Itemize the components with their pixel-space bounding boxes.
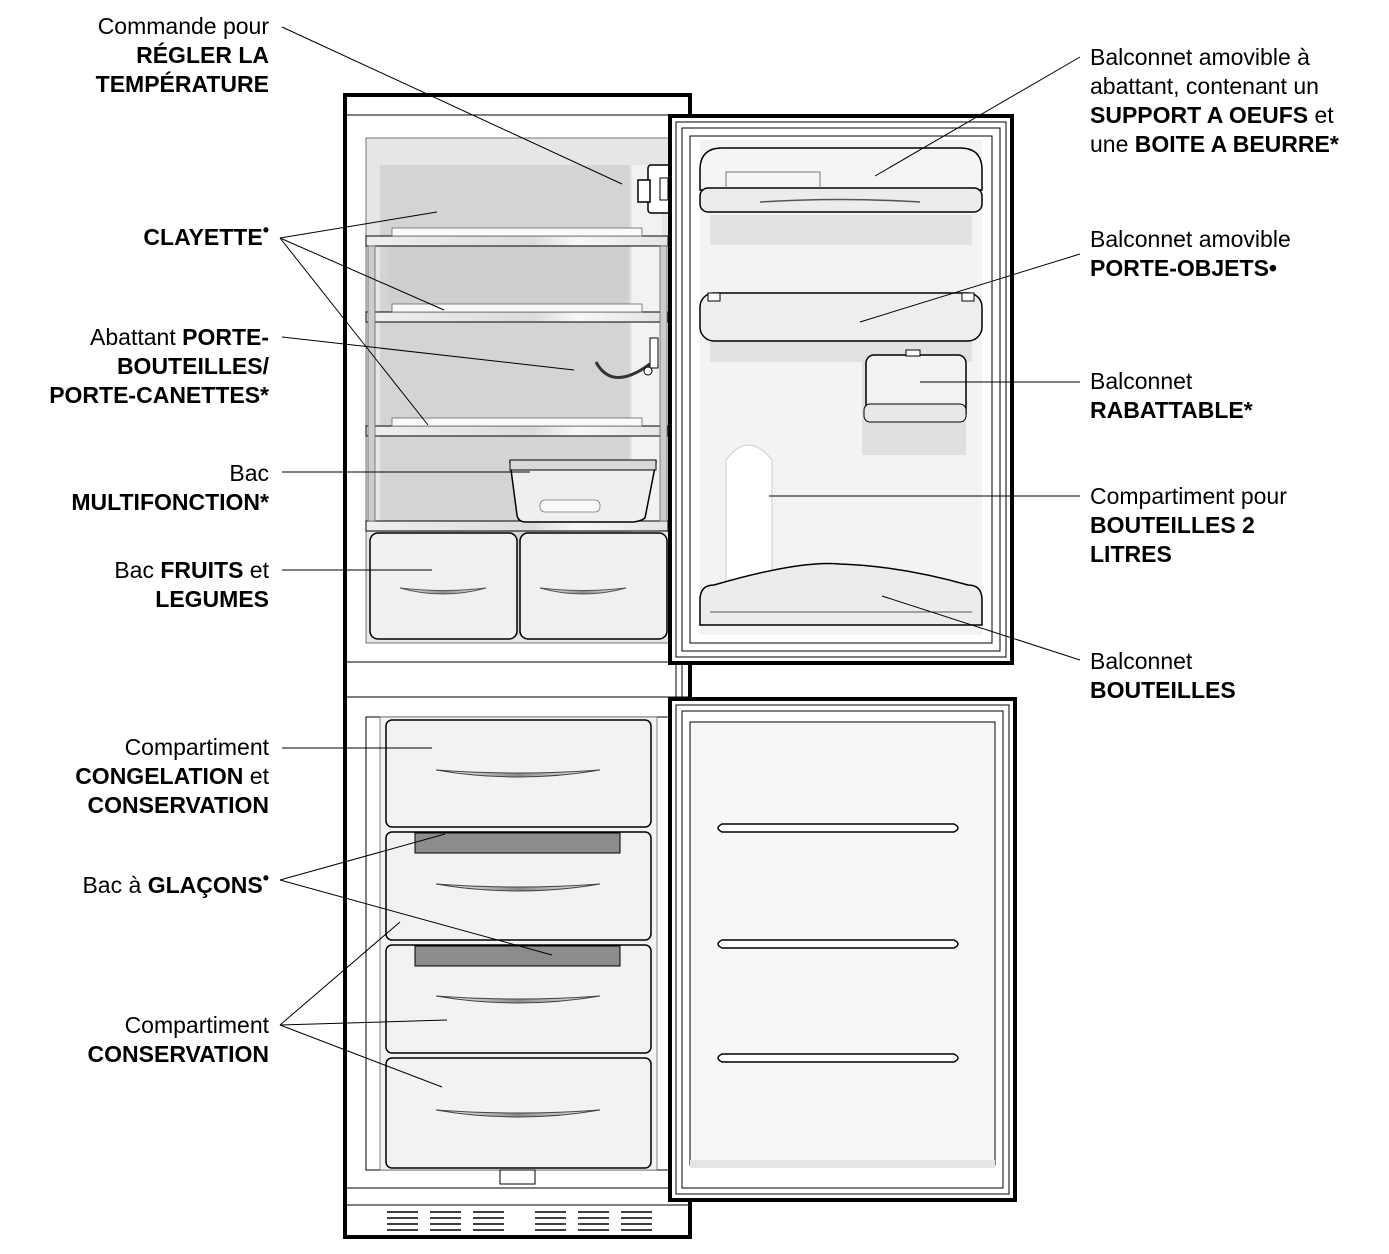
label-freeze-compartment: Compartiment CONGELATION et CONSERVATION — [75, 734, 269, 818]
freezer-drawer-2 — [385, 831, 652, 941]
door-hinge-gap — [675, 663, 683, 697]
freezer-latch — [499, 1169, 536, 1185]
crisper-drawer-left — [369, 532, 518, 640]
leader-lines — [279, 26, 1081, 1088]
object-balcony — [699, 292, 983, 342]
two-liter-bottle-compartment — [725, 444, 773, 583]
bottle-flap — [594, 337, 659, 379]
egg-butter-balcony — [699, 147, 983, 213]
label-temperature-control: Commande pour RÉGLER LA TEMPÉRATURE — [95, 13, 269, 97]
lower-door — [668, 697, 1017, 1202]
label-shelf: CLAYETTE• — [143, 220, 269, 250]
freezer-drawer-3 — [385, 944, 652, 1054]
vent-grille — [387, 1211, 652, 1231]
freezer-drawer-1 — [385, 719, 652, 828]
temperature-control — [637, 164, 671, 214]
label-ice-tray: Bac à GLAÇONS• — [82, 868, 269, 898]
shelf-rails — [367, 245, 668, 522]
label-two-liter-compartment: Compartiment pour BOUTEILLES 2 LITRES — [1090, 483, 1287, 567]
label-folding-balcony: Balconnet RABATTABLE* — [1090, 368, 1253, 423]
label-bottle-balcony: Balconnet BOUTEILLES — [1090, 648, 1236, 703]
label-multifunction-tray: Bac MULTIFONCTION* — [71, 460, 269, 515]
shelf-lower — [365, 417, 669, 437]
freezer-drawer-4 — [385, 1057, 652, 1169]
multifunction-tray — [509, 459, 657, 523]
shelf-middle — [365, 303, 669, 323]
label-storage-compartment: Compartiment CONSERVATION — [87, 1012, 269, 1067]
label-crisper: Bac FRUITS et LEGUMES — [114, 557, 269, 612]
folding-balcony — [862, 349, 967, 455]
shelf-top — [365, 227, 669, 247]
label-bottle-flap: Abattant PORTE- BOUTEILLES/ PORTE-CANETT… — [49, 324, 269, 408]
bottle-balcony — [699, 562, 983, 626]
crisper-drawer-right — [519, 532, 668, 640]
label-egg-butter-balcony: Balconnet amovible à abattant, contenant… — [1090, 44, 1339, 157]
label-object-balcony: Balconnet amovible PORTE-OBJETS• — [1090, 226, 1291, 281]
